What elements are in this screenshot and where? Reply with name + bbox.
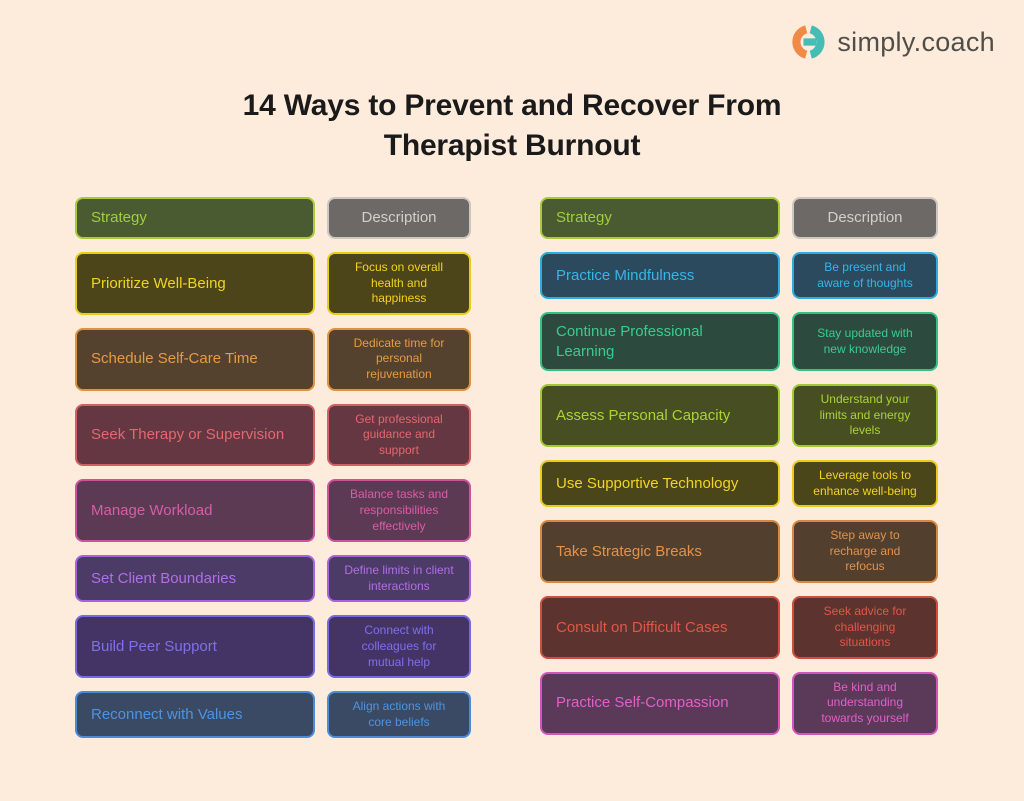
table-row: Schedule Self-Care Time Dedicate time fo…: [75, 327, 471, 391]
description-cell: Align actions with core beliefs: [327, 691, 471, 739]
strategy-cell: Reconnect with Values: [75, 691, 315, 739]
strategy-column-header: Strategy: [75, 197, 315, 239]
description-column-header: Description: [792, 197, 938, 239]
strategy-cell-label: Manage Workload: [91, 501, 213, 519]
table-row: Manage Workload Balance tasks and respon…: [75, 479, 471, 543]
description-cell-label: Connect with colleagues for mutual help: [361, 623, 437, 669]
table-row: Practice Mindfulness Be present and awar…: [540, 252, 938, 300]
table-row: Continue Professional Learning Stay upda…: [540, 312, 938, 372]
page-title-line-1: 14 Ways to Prevent and Recover From: [242, 89, 782, 122]
description-cell: Balance tasks and responsibilities effec…: [327, 479, 471, 543]
description-cell: Seek advice for challenging situations: [792, 595, 938, 659]
strategy-cell: Schedule Self-Care Time: [75, 327, 315, 391]
table-row: Reconnect with Values Align actions with…: [75, 691, 471, 739]
strategy-cell-label: Schedule Self-Care Time: [91, 350, 258, 368]
brand-logo: simply.coach: [788, 22, 995, 62]
description-cell-label: Define limits in client interactions: [344, 563, 454, 593]
description-cell: Leverage tools to enhance well-being: [792, 459, 938, 508]
strategy-cell-label: Reconnect with Values: [91, 705, 243, 723]
table-row: Take Strategic Breaks Step away to recha…: [540, 520, 938, 583]
description-cell-label: Get professional guidance and support: [355, 411, 443, 457]
page-title-line-2: Therapist Burnout: [383, 128, 641, 162]
description-cell-label: Seek advice for challenging situations: [823, 603, 907, 650]
description-cell: Stay updated with new knowledge: [792, 312, 938, 372]
strategy-cell: Build Peer Support: [75, 615, 315, 679]
strategy-cell: Prioritize Well-Being: [75, 252, 315, 315]
strategy-cell: Set Client Boundaries: [75, 555, 315, 603]
strategy-cell: Assess Personal Capacity: [540, 384, 780, 447]
strategy-cell: Take Strategic Breaks: [540, 520, 780, 583]
strategy-cell: Practice Mindfulness: [540, 252, 780, 300]
description-cell-label: Balance tasks and responsibilities effec…: [349, 487, 449, 533]
strategy-cell-label: Use Supportive Technology: [556, 474, 739, 492]
strategy-column-header: Strategy: [540, 197, 780, 239]
simply-coach-logo-icon: [792, 25, 825, 59]
description-cell: Connect with colleagues for mutual help: [327, 615, 471, 679]
strategy-cell: Seek Therapy or Supervision: [75, 403, 315, 467]
strategy-cell-label: Seek Therapy or Supervision: [91, 426, 285, 444]
description-cell-label: Focus on overall health and happiness: [354, 260, 444, 306]
strategy-cell-label: Continue Professional Learning: [556, 323, 703, 360]
strategy-table-right: Strategy Description Practice Mindfulnes…: [540, 197, 938, 735]
description-cell: Be present and aware of thoughts: [792, 252, 938, 300]
strategy-cell: Manage Workload: [75, 479, 315, 543]
description-column-header: Description: [327, 197, 471, 239]
description-cell: Step away to recharge and refocus: [792, 520, 938, 583]
strategy-cell: Practice Self-Compassion: [540, 671, 780, 735]
description-cell: Define limits in client interactions: [327, 555, 471, 603]
table-row: Consult on Difficult Cases Seek advice f…: [540, 595, 938, 659]
description-cell-label: Leverage tools to enhance well-being: [813, 467, 917, 498]
strategy-cell-label: Practice Mindfulness: [556, 266, 695, 284]
table-row: Build Peer Support Connect with colleagu…: [75, 615, 471, 679]
strategy-cell: Consult on Difficult Cases: [540, 595, 780, 659]
table-row: Use Supportive Technology Leverage tools…: [540, 459, 938, 508]
description-cell-label: Be kind and understanding towards yourse…: [821, 679, 909, 725]
table-row: Assess Personal Capacity Understand your…: [540, 384, 938, 447]
table-row: Seek Therapy or Supervision Get professi…: [75, 403, 471, 467]
description-cell-label: Be present and aware of thoughts: [817, 260, 913, 290]
description-cell: Focus on overall health and happiness: [327, 252, 471, 315]
strategy-cell: Use Supportive Technology: [540, 459, 780, 508]
table-header-row: Strategy Description: [75, 197, 471, 239]
description-cell: Be kind and understanding towards yourse…: [792, 671, 938, 735]
description-cell: Understand your limits and energy levels: [792, 384, 938, 447]
strategy-table-left: Strategy Description Prioritize Well-Bei…: [75, 197, 471, 739]
strategy-cell-label: Prioritize Well-Being: [91, 274, 226, 292]
strategy-cell-label: Take Strategic Breaks: [556, 542, 702, 560]
table-row: Set Client Boundaries Define limits in c…: [75, 555, 471, 603]
description-cell-label: Align actions with core beliefs: [352, 699, 446, 729]
strategy-cell-label: Assess Personal Capacity: [556, 406, 731, 424]
description-cell-label: Step away to recharge and refocus: [829, 528, 901, 574]
table-header-row: Strategy Description: [540, 197, 938, 239]
strategy-cell: Continue Professional Learning: [540, 312, 780, 372]
strategy-cell-label: Build Peer Support: [91, 637, 217, 655]
strategy-cell-label: Practice Self-Compassion: [556, 694, 729, 712]
strategy-cell-label: Consult on Difficult Cases: [556, 618, 728, 636]
description-cell: Get professional guidance and support: [327, 403, 471, 467]
brand-name: simply.coach: [837, 26, 995, 57]
page-title: 14 Ways to Prevent and Recover From Ther…: [0, 86, 1024, 165]
table-row: Prioritize Well-Being Focus on overall h…: [75, 252, 471, 315]
description-cell-label: Stay updated with new knowledge: [817, 326, 913, 356]
description-cell: Dedicate time for personal rejuvenation: [327, 327, 471, 391]
description-cell-label: Understand your limits and energy levels: [819, 392, 911, 438]
strategy-cell-label: Set Client Boundaries: [91, 569, 237, 587]
table-row: Practice Self-Compassion Be kind and und…: [540, 671, 938, 735]
description-cell-label: Dedicate time for personal rejuvenation: [353, 335, 445, 381]
